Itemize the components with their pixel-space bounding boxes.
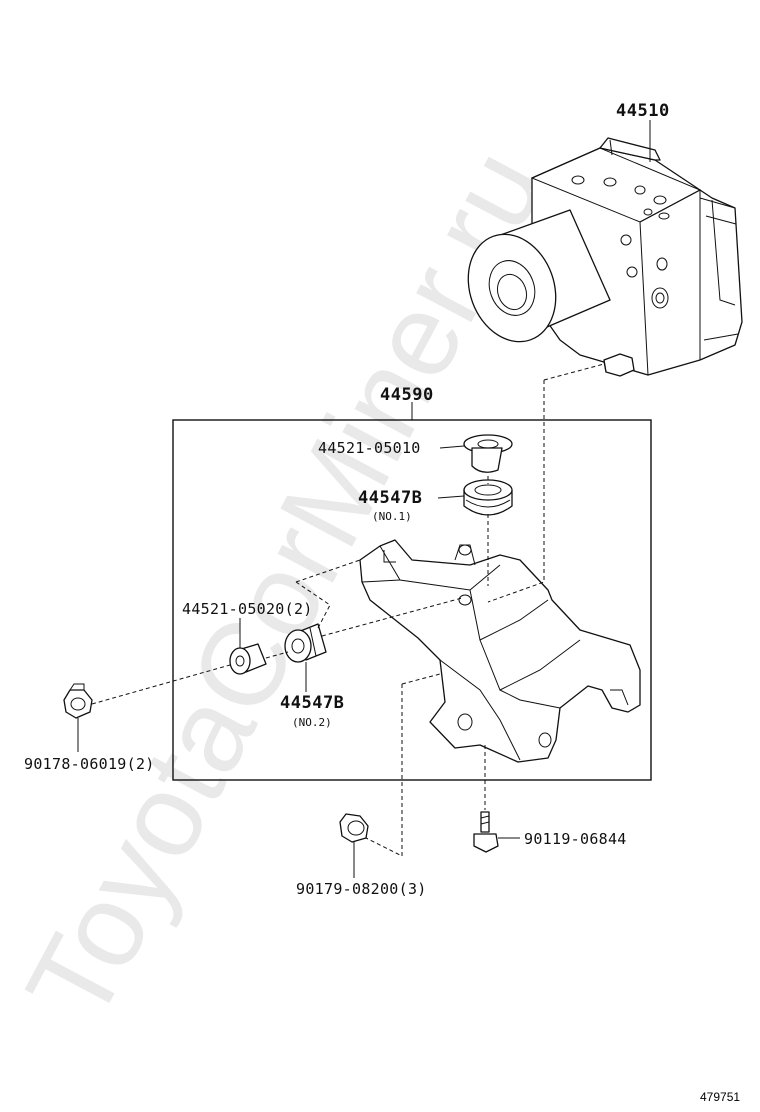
collar-icon[interactable] [229,643,267,675]
part-number-actuator[interactable]: 44510 [616,101,670,121]
cushion-no2-note: (NO.2) [292,716,332,729]
part-number-nut-bottom[interactable]: 90179-08200(3) [296,880,427,898]
part-number-cushion-no2[interactable]: 44547B [280,693,344,713]
part-number-collar-side[interactable]: 44521-05020(2) [182,600,313,618]
illustration-id: 479751 [700,1090,740,1104]
collar-icon[interactable] [463,434,513,473]
actuator-icon[interactable] [454,137,743,377]
bolt-icon[interactable] [473,811,499,853]
part-number-bolt[interactable]: 90119-06844 [524,830,627,848]
assembly-label[interactable]: 44590 [380,385,434,405]
nut-icon[interactable] [339,813,369,843]
cushion-icon[interactable] [463,479,513,516]
bracket-icon [359,539,641,763]
cushion-no1-note: (NO.1) [372,510,412,523]
part-number-collar-upper[interactable]: 44521-05010 [318,439,421,457]
part-number-nut-left[interactable]: 90178-06019(2) [24,755,155,773]
nut-icon[interactable] [63,683,93,719]
cushion-icon[interactable] [284,623,327,663]
part-number-cushion-no1[interactable]: 44547B [358,488,422,508]
